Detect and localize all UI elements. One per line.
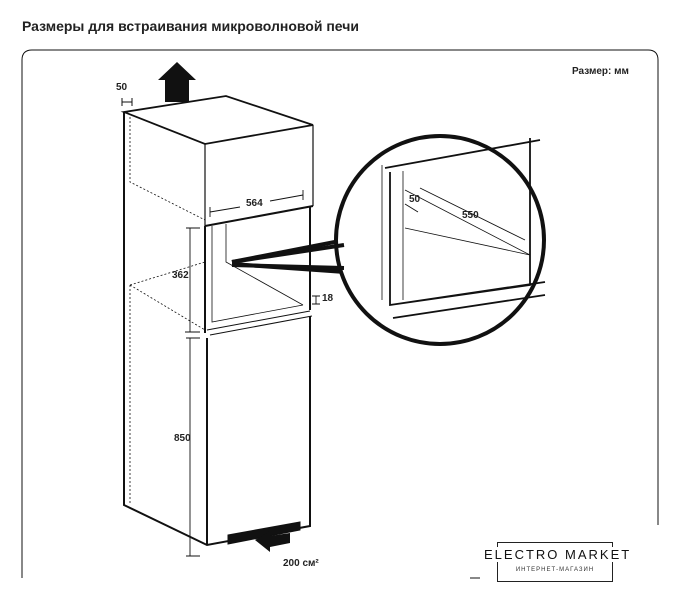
page-title: Размеры для встраивания микроволновой пе…: [22, 18, 359, 34]
dim-depth: 550: [462, 210, 479, 221]
detail-circle: [334, 134, 546, 346]
dim-panel: 18: [322, 293, 334, 304]
units-label: Размер: мм: [572, 66, 629, 77]
logo-subtitle: ИНТЕРНЕТ-МАГАЗИН: [515, 567, 595, 573]
dim-width: 564: [246, 198, 263, 209]
airflow-up-arrow: [158, 62, 196, 102]
dim-detail-gap: 50: [409, 194, 421, 205]
electro-market-logo: ELECTRO MARKET ИНТЕРНЕТ-МАГАЗИН: [484, 542, 629, 582]
frame: [21, 49, 659, 578]
dim-top-gap: 50: [116, 82, 128, 93]
dim-vent: 200 см²: [283, 558, 319, 569]
logo-name: ELECTRO MARKET: [484, 547, 632, 562]
dim-cabinet-height: 850: [174, 433, 191, 444]
airflow-in-arrow: [255, 531, 290, 552]
dim-height: 362: [172, 270, 189, 281]
